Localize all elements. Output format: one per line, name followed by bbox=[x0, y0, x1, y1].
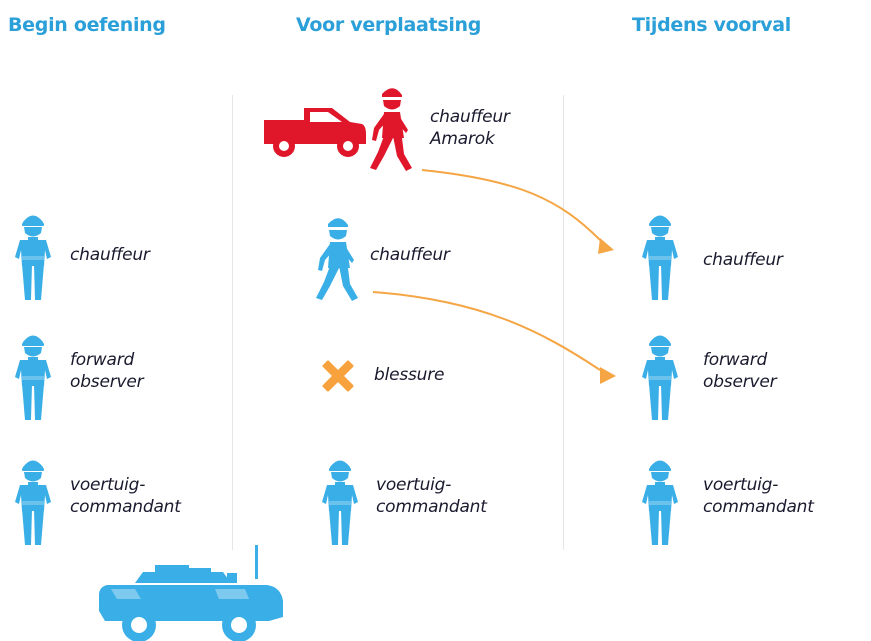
column-separator bbox=[563, 95, 564, 550]
label-chauffeur: chauffeur bbox=[370, 245, 450, 265]
label-voertuig: voertuig- bbox=[70, 475, 146, 495]
label-forward: forward bbox=[70, 350, 135, 370]
label-commandant: commandant bbox=[376, 497, 487, 517]
arrow-amarok-to-chauffeur bbox=[421, 169, 601, 241]
label-voertuig: voertuig- bbox=[703, 475, 779, 495]
header-tijdens-voorval: Tijdens voorval bbox=[632, 14, 792, 36]
pickup-truck-icon bbox=[262, 104, 367, 159]
label-forward: forward bbox=[703, 350, 768, 370]
injury-cross-icon bbox=[318, 356, 358, 396]
label-voertuig: voertuig- bbox=[376, 475, 452, 495]
label-chauffeur: chauffeur bbox=[70, 245, 150, 265]
label-observer: observer bbox=[70, 372, 144, 392]
standing-soldier-icon bbox=[630, 330, 690, 420]
standing-soldier-icon bbox=[630, 455, 690, 545]
arrowhead bbox=[600, 367, 616, 384]
standing-soldier-icon bbox=[630, 210, 690, 300]
label-chauffeur: chauffeur bbox=[703, 250, 783, 270]
arrow-chauffeur-to-observer bbox=[372, 291, 601, 371]
label-commandant: commandant bbox=[70, 497, 181, 517]
label-observer: observer bbox=[703, 372, 777, 392]
header-begin-oefening: Begin oefening bbox=[8, 14, 166, 36]
label-commandant: commandant bbox=[703, 497, 814, 517]
label-blessure: blessure bbox=[374, 365, 445, 385]
label-amarok: Amarok bbox=[430, 129, 495, 149]
column-separator bbox=[232, 95, 233, 550]
armored-vehicle-icon bbox=[95, 545, 285, 641]
arrowhead bbox=[598, 238, 614, 254]
header-voor-verplaatsing: Voor verplaatsing bbox=[296, 14, 482, 36]
label-chauffeur: chauffeur bbox=[430, 107, 510, 127]
